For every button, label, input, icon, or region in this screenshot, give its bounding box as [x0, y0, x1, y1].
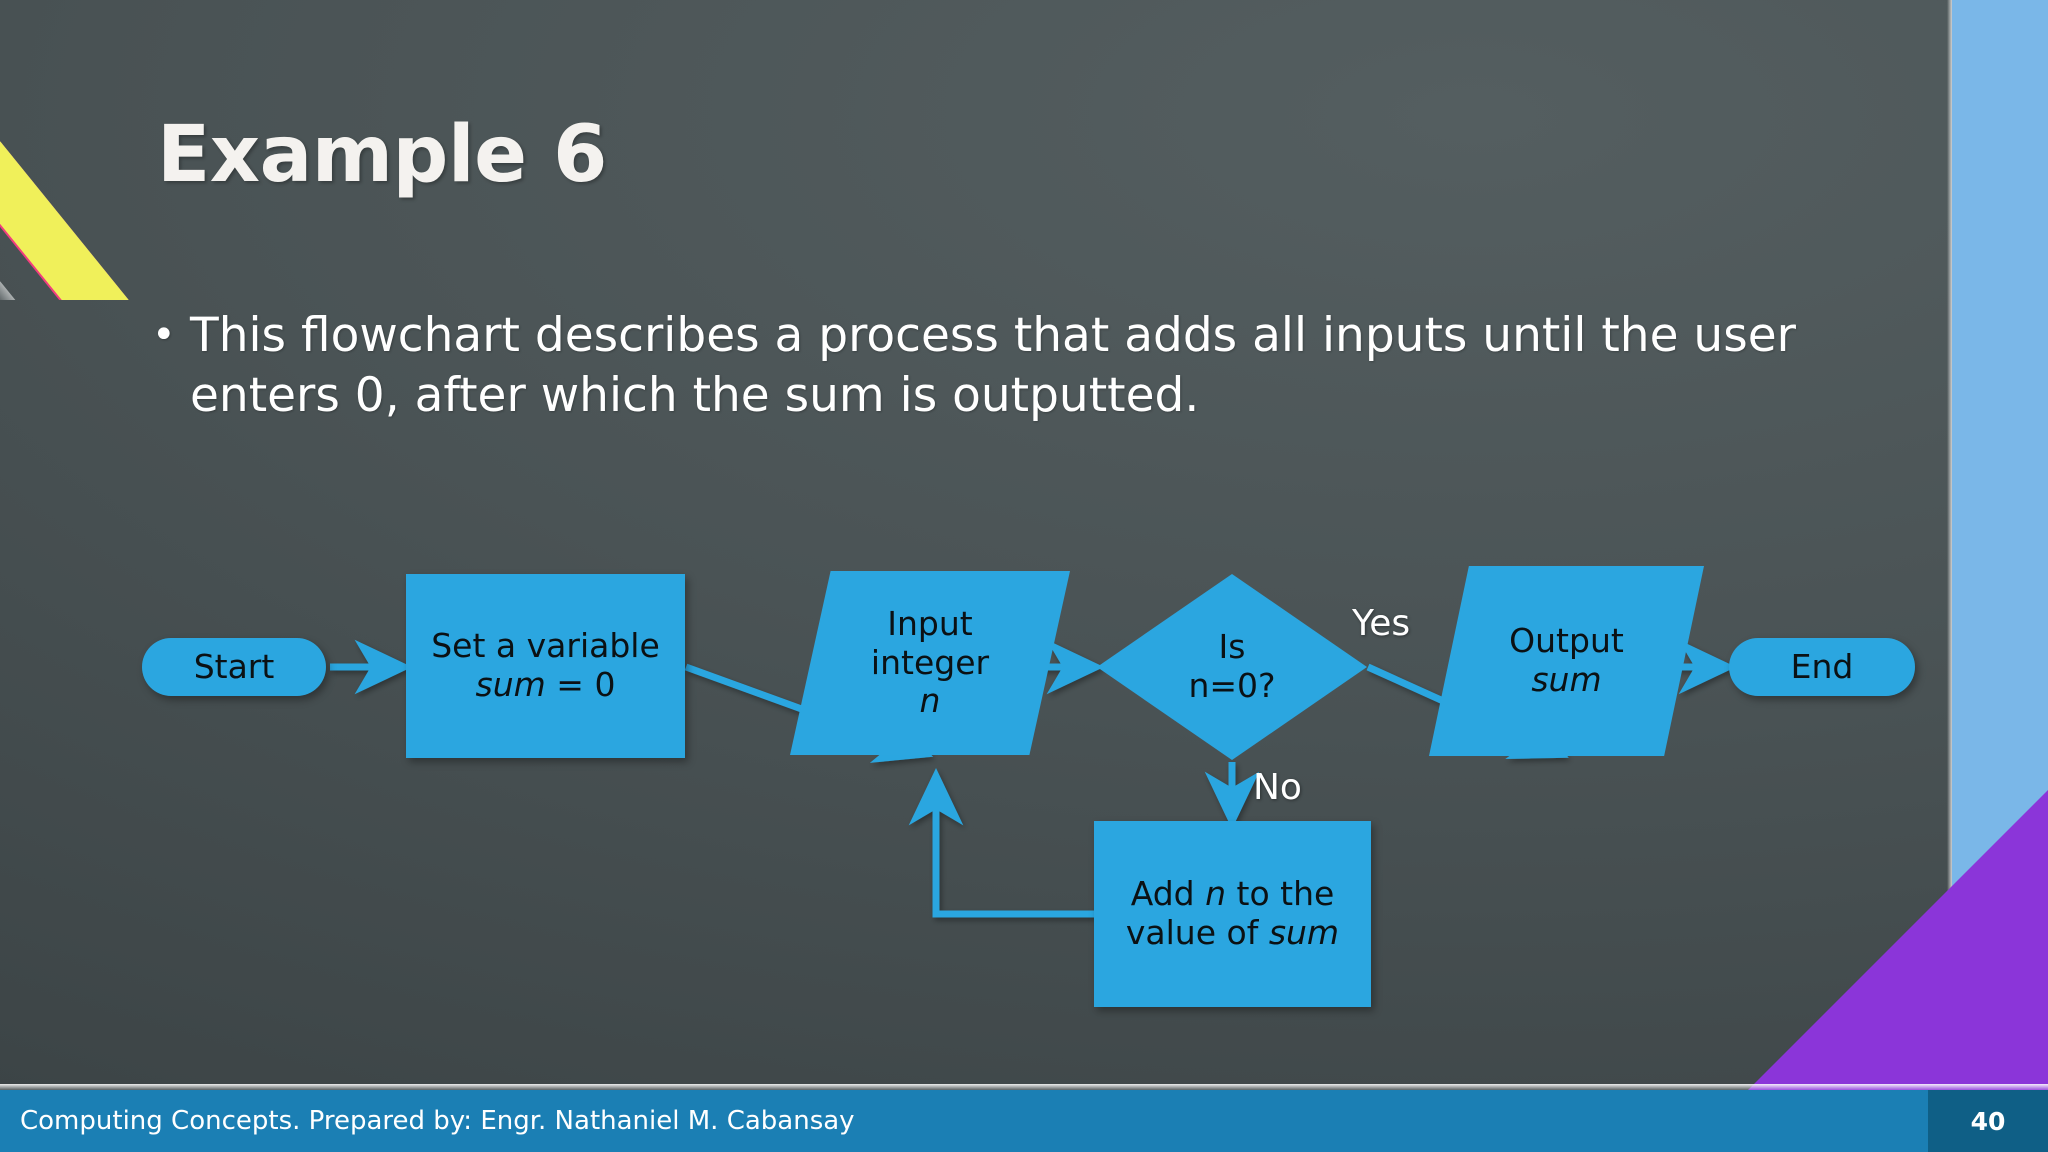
- bullet-marker-icon: •: [152, 312, 176, 358]
- footer-divider: [0, 1084, 2048, 1090]
- body-content: • This flowchart describes a process tha…: [152, 306, 1862, 426]
- corner-ribbon-bottom-right: [1718, 760, 2048, 1090]
- right-decor-panel-edge: [1947, 0, 1952, 1090]
- ribbon-stripe-yellow: [0, 0, 181, 300]
- footer-text: Computing Concepts. Prepared by: Engr. N…: [20, 1106, 855, 1136]
- ribbon-triangle-purple: [1748, 790, 2048, 1090]
- bullet-text: This flowchart describes a process that …: [190, 308, 1796, 424]
- bullet-item: • This flowchart describes a process tha…: [152, 306, 1862, 426]
- footer-bar: [0, 1090, 2048, 1152]
- page-title: Example 6: [157, 110, 607, 200]
- page-number: 40: [1928, 1090, 2048, 1152]
